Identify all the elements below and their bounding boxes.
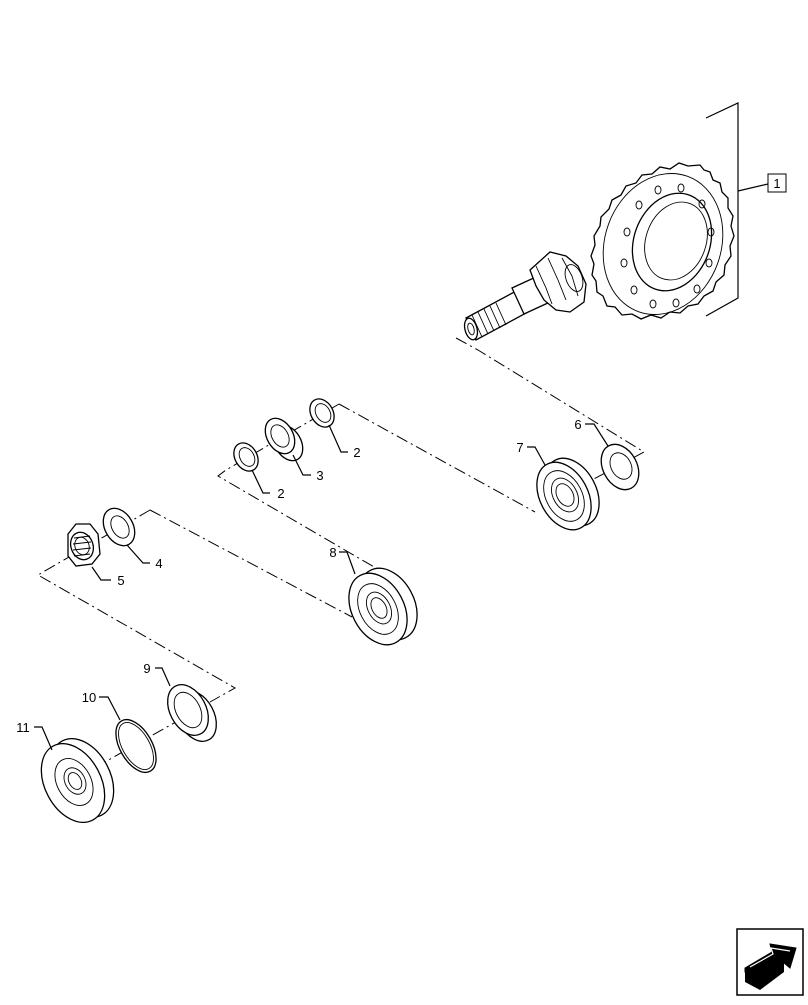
callout-8: 8 [329,545,336,560]
circlip-lower [233,442,259,472]
callout-2-lower: 2 [277,486,284,501]
circlip-upper [309,398,335,428]
callout-9: 9 [143,661,150,676]
callout-box-1 [767,173,787,193]
callout-5: 5 [117,573,124,588]
leader-lines [34,423,609,751]
callouts: 1 2 2 3 4 5 6 7 8 9 10 11 [16,173,787,735]
callout-1: 1 [773,176,780,191]
callout-2-upper: 2 [353,445,360,460]
seal-sleeve [167,684,217,742]
ring-gear-bolt-holes [620,183,715,309]
callout-11: 11 [16,720,30,735]
pinion-shaft [463,251,587,341]
slotted-nut [67,523,101,567]
callout-4: 4 [155,556,162,571]
callout-10: 10 [82,690,96,705]
callout-7: 7 [516,440,523,455]
roller-bearing-upper [536,457,600,531]
roller-bearing-lower [348,567,418,646]
tab-washer [102,507,136,547]
output-flange [40,738,115,823]
ring-gear [590,162,735,320]
callout-6: 6 [574,417,581,432]
next-page-arrow-icon[interactable] [736,928,804,996]
thrust-washer [600,443,640,491]
callout-3: 3 [316,468,323,483]
assembly-bracket [705,102,769,317]
spacer-sleeve [264,417,304,462]
o-ring [115,718,157,774]
